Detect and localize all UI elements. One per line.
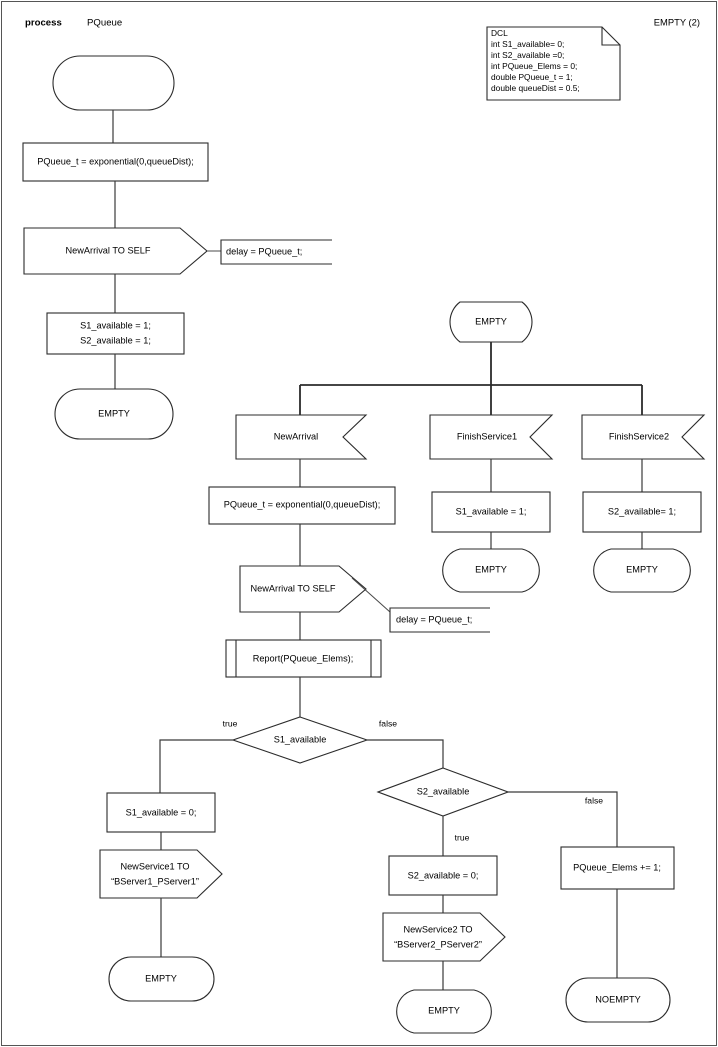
input-newarrival-label: NewArrival	[274, 431, 318, 441]
output-newservice2-line-1: “BServer2_PServer2”	[394, 939, 482, 949]
task-pqueue-t-resample-label: PQueue_t = exponential(0,queueDist);	[224, 499, 381, 509]
task-pqueue-elems-increment-label: PQueue_Elems += 1;	[573, 862, 661, 872]
header-keyword: process	[25, 18, 62, 29]
dcl-line-4: double PQueue_t = 1;	[491, 72, 573, 82]
task-s2-available-clear-label: S2_available = 0;	[408, 870, 479, 880]
input-finishservice2-label: FinishService2	[609, 431, 669, 441]
state-empty-label: EMPTY	[475, 316, 507, 326]
decision-s1-available: S1_available	[231, 716, 369, 764]
nextstate-empty-left: EMPTY	[54, 388, 174, 440]
output-newarrival-self-mid-label: NewArrival TO SELF	[251, 583, 336, 593]
nextstate-noempty-label: NOEMPTY	[595, 994, 640, 1004]
decision-s2-true-label: true	[455, 832, 470, 842]
nextstate-noempty: NOEMPTY	[565, 977, 671, 1023]
nextstate-empty-fs1-label: EMPTY	[475, 564, 507, 574]
decision-s2-available: S2_available	[376, 767, 510, 817]
nextstate-empty-fs2: EMPTY	[593, 548, 691, 593]
header-process-name: PQueue	[87, 18, 122, 29]
procedure-call-report-label: Report(PQueue_Elems);	[253, 653, 354, 663]
comment-delay-top: delay = PQueue_t;	[220, 239, 332, 265]
connector-s1-true	[159, 739, 233, 793]
comment-delay-mid: delay = PQueue_t;	[389, 607, 490, 633]
start-state	[52, 55, 175, 111]
output-newarrival-self-top-label: NewArrival TO SELF	[66, 245, 151, 255]
dcl-line-0: DCL	[491, 28, 508, 38]
state-empty: EMPTY	[449, 301, 533, 343]
task-s2-available-set: S2_available= 1;	[582, 491, 702, 533]
output-newservice1-line-0: NewService1 TO	[120, 861, 189, 871]
nextstate-empty-fs2-label: EMPTY	[626, 564, 658, 574]
comment-delay-top-label: delay = PQueue_t;	[226, 246, 302, 256]
task-pqueue-t-init: PQueue_t = exponential(0,queueDist);	[22, 142, 209, 182]
connector-output-mid-to-comment	[351, 577, 391, 613]
input-finishservice1: FinishService1	[429, 414, 554, 460]
decision-s1-false-label: false	[379, 718, 397, 728]
nextstate-empty-s2-true: EMPTY	[396, 989, 492, 1034]
page-label: EMPTY (2)	[654, 16, 700, 27]
task-pqueue-t-init-label: PQueue_t = exponential(0,queueDist);	[37, 156, 194, 166]
comment-delay-mid-label: delay = PQueue_t;	[396, 614, 472, 624]
task-s1-available-clear-label: S1_available = 0;	[126, 807, 197, 817]
nextstate-empty-left-label: EMPTY	[98, 408, 130, 418]
output-newarrival-self-mid: NewArrival TO SELF	[239, 565, 367, 613]
procedure-call-report: Report(PQueue_Elems);	[225, 639, 382, 678]
nextstate-empty-s2-true-label: EMPTY	[428, 1005, 460, 1015]
output-newservice1-line-1: “BServer1_PServer1”	[111, 876, 199, 886]
decision-s1-available-label: S1_available	[274, 734, 327, 744]
connector-s1-false	[367, 739, 444, 768]
dcl-line-1: int S1_available= 0;	[491, 39, 564, 49]
dcl-line-2: int S2_available =0;	[491, 50, 564, 60]
task-pqueue-t-resample: PQueue_t = exponential(0,queueDist);	[208, 486, 396, 525]
task-s2-available-clear: S2_available = 0;	[388, 855, 498, 896]
input-newarrival: NewArrival	[235, 414, 368, 460]
dcl-line-3: int PQueue_Elems = 0;	[491, 61, 577, 71]
decision-s1-true-label: true	[223, 718, 238, 728]
output-newarrival-self-top: NewArrival TO SELF	[23, 227, 208, 275]
decision-s2-available-label: S2_available	[417, 786, 470, 796]
task-s2-available-set-label: S2_available= 1;	[608, 506, 676, 516]
nextstate-empty-s1-true-label: EMPTY	[145, 973, 177, 983]
input-finishservice1-label: FinishService1	[457, 431, 517, 441]
task-set-availability: S1_available = 1; S2_available = 1;	[46, 312, 185, 355]
input-finishservice2: FinishService2	[581, 414, 706, 460]
nextstate-empty-s1-true: EMPTY	[108, 956, 215, 1002]
output-newservice2: NewService2 TO “BServer2_PServer2”	[382, 912, 506, 962]
task-set-availability-line-1: S2_available = 1;	[80, 335, 151, 345]
decision-s2-false-label: false	[585, 795, 603, 805]
task-s1-available-clear: S1_available = 0;	[106, 792, 216, 833]
output-newservice2-line-0: NewService2 TO	[403, 924, 472, 934]
task-set-availability-line-0: S1_available = 1;	[80, 320, 151, 330]
task-s1-available-set: S1_available = 1;	[431, 491, 551, 533]
nextstate-empty-fs1: EMPTY	[442, 548, 540, 593]
dcl-line-5: double queueDist = 0.5;	[491, 83, 580, 93]
task-pqueue-elems-increment: PQueue_Elems += 1;	[560, 846, 675, 890]
output-newservice1: NewService1 TO “BServer1_PServer1”	[99, 849, 223, 899]
dcl-note: DCL int S1_available= 0; int S2_availabl…	[486, 26, 621, 101]
connector-s2-false	[508, 791, 618, 847]
task-s1-available-set-label: S1_available = 1;	[456, 506, 527, 516]
